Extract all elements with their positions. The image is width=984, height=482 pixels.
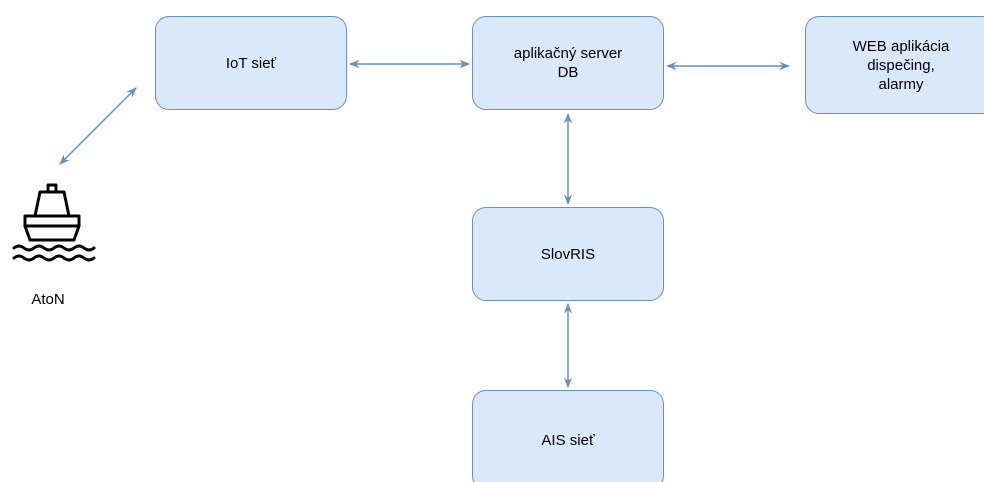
slovris-node: SlovRIS <box>472 207 664 301</box>
ais-network-label: AIS sieť <box>541 431 595 449</box>
app-server-label-line-1: aplikačný server <box>513 45 623 62</box>
buoy-icon <box>12 183 96 262</box>
edge-aton-iot <box>59 87 137 165</box>
slovris-label: SlovRIS <box>540 245 596 263</box>
aton-label: AtoN <box>31 291 65 308</box>
web-app-label-line-2: dispečing, <box>867 56 935 74</box>
iot-network-node: IoT sieť <box>155 16 347 110</box>
web-app-node: WEB aplikácia dispečing, alarmy <box>805 16 984 114</box>
web-app-label-line-1: WEB aplikácia <box>852 37 950 55</box>
iot-network-label: IoT sieť <box>225 54 277 72</box>
web-app-label-line-3: alarmy <box>878 75 924 93</box>
app-server-node: aplikačný server DB <box>472 16 664 110</box>
ais-network-node: AIS sieť <box>472 390 664 482</box>
app-server-label-line-2: DB <box>557 64 579 81</box>
